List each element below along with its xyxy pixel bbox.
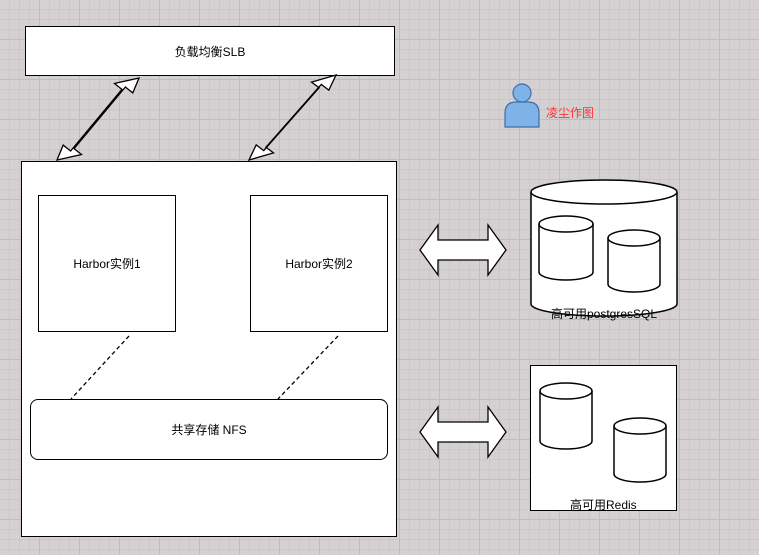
author-label: 凌尘作图	[546, 106, 595, 120]
redis-db-cylinder-2	[613, 417, 667, 483]
double-arrow-right	[247, 73, 338, 162]
harbor-instance-2-label: Harbor实例2	[285, 257, 353, 271]
postgres-cluster-label: 高可用postgresSQL	[551, 307, 658, 321]
load-balancer-label: 负载均衡SLB	[174, 44, 246, 59]
redis-cluster-label: 高可用Redis	[570, 498, 637, 512]
harbor-instance-2: Harbor实例2	[250, 195, 388, 332]
postgres-db-cylinder-1	[538, 215, 594, 281]
double-arrow-left	[55, 77, 141, 161]
user-icon	[504, 83, 540, 128]
shared-storage-label: 共享存储 NFS	[171, 423, 247, 437]
dashed-connector-1	[70, 335, 130, 400]
load-balancer-box: 负载均衡SLB	[25, 26, 395, 76]
redis-db-cylinder-1	[539, 382, 593, 450]
postgres-db-cylinder-2	[607, 229, 661, 293]
double-arrow-redis	[419, 404, 507, 460]
shared-storage-nfs: 共享存储 NFS	[30, 399, 388, 460]
harbor-instance-1-label: Harbor实例1	[73, 257, 141, 271]
dashed-connector-2	[277, 335, 339, 400]
double-arrow-postgres	[419, 222, 507, 278]
harbor-instance-1: Harbor实例1	[38, 195, 176, 332]
